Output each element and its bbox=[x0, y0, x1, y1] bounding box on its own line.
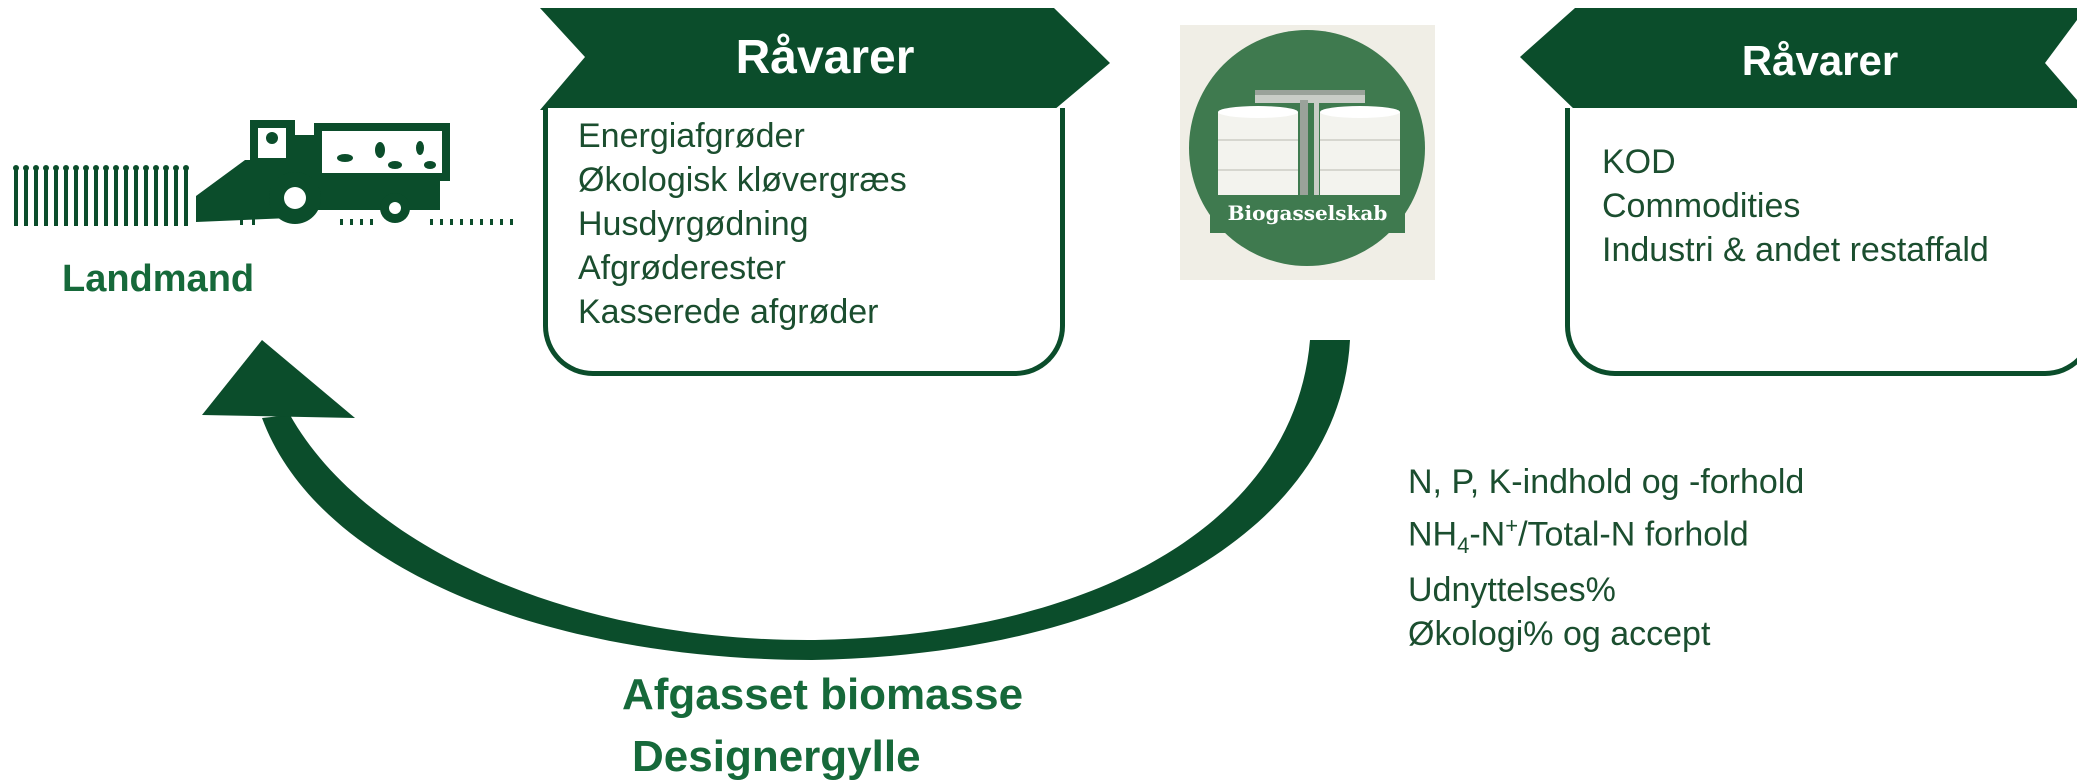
list-item: KOD bbox=[1602, 143, 1676, 181]
list-item: Energiafgrøder bbox=[578, 117, 805, 155]
left-panel-title: Råvarer bbox=[735, 31, 915, 84]
return-arrow bbox=[202, 340, 1350, 660]
list-item: Industri & andet restaffald bbox=[1602, 231, 1989, 269]
right-panel-title: Råvarer bbox=[1741, 37, 1899, 84]
left-panel-box bbox=[543, 108, 1065, 376]
left-panel-list: Energiafgrøder Økologisk kløvergræs Husd… bbox=[578, 114, 907, 334]
left-banner-shape bbox=[540, 8, 1110, 110]
right-panel-box bbox=[1565, 108, 2077, 376]
property-line: Udnyttelses% bbox=[1408, 571, 1616, 610]
output-label-2: Designergylle bbox=[632, 732, 921, 781]
right-banner-shape bbox=[1520, 8, 2077, 110]
output-label-1: Afgasset biomasse bbox=[622, 670, 1024, 719]
crop-stalks-icon bbox=[13, 165, 189, 226]
digestate-properties-list: N, P, K-indhold og -forhold NH4-N+/Total… bbox=[1408, 460, 1804, 656]
logo-label: Biogasselskab bbox=[1227, 201, 1388, 225]
list-item: Økologisk kløvergræs bbox=[578, 161, 907, 199]
farmer-label: Landmand bbox=[62, 258, 255, 300]
harvester-icon bbox=[13, 120, 513, 226]
right-panel-list: KOD Commodities Industri & andet restaff… bbox=[1602, 140, 1989, 272]
property-line: Økologi% og accept bbox=[1408, 615, 1711, 654]
property-line: N, P, K-indhold og -forhold bbox=[1408, 463, 1805, 501]
list-item: Commodities bbox=[1602, 187, 1801, 225]
list-item: Kasserede afgrøder bbox=[578, 293, 879, 331]
property-line: NH4-N+/Total-N forhold bbox=[1408, 513, 1749, 559]
biogas-company-logo bbox=[1180, 25, 1435, 280]
list-item: Husdyrgødning bbox=[578, 205, 809, 243]
list-item: Afgrøderester bbox=[578, 249, 786, 287]
